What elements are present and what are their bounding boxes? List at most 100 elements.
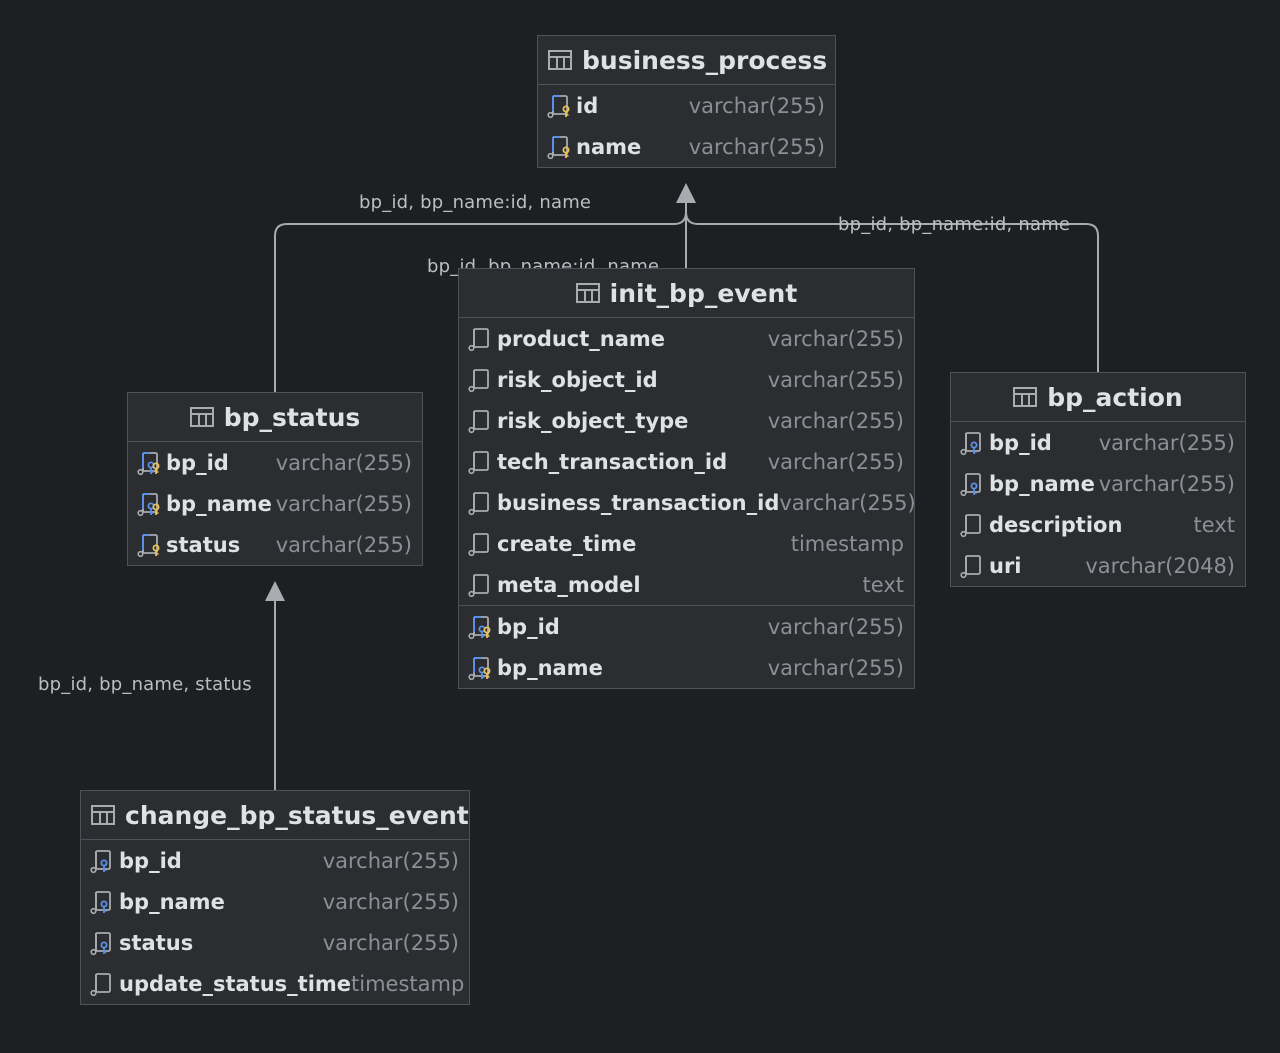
column-row[interactable]: product_name varchar(255) xyxy=(459,318,914,359)
table-icon xyxy=(548,50,572,70)
table-header[interactable]: bp_action xyxy=(951,373,1245,422)
column-type: varchar(255) xyxy=(767,449,904,474)
column-type: varchar(255) xyxy=(767,408,904,433)
column-name: update_status_time xyxy=(119,971,352,996)
column-type: timestamp xyxy=(790,531,904,556)
column-type: varchar(255) xyxy=(322,930,459,955)
column-icon xyxy=(468,573,489,597)
table-header[interactable]: bp_status xyxy=(128,393,422,442)
table-icon xyxy=(1013,387,1038,407)
primary-key-icon xyxy=(547,94,570,118)
column-name: bp_name xyxy=(497,655,603,680)
column-row[interactable]: status varchar(255) xyxy=(128,524,422,565)
column-type: varchar(255) xyxy=(275,450,412,475)
connector-label-bp-status: bp_id, bp_name:id, name xyxy=(359,192,592,213)
column-icon xyxy=(468,409,489,433)
column-type: varchar(2048) xyxy=(1085,553,1235,578)
column-name: tech_transaction_id xyxy=(497,449,728,474)
table-icon xyxy=(189,407,214,427)
table-header[interactable]: change_bp_status_event xyxy=(81,791,469,840)
arrow-head-business-process xyxy=(676,183,696,203)
table-icon xyxy=(91,805,115,825)
foreign-key-icon xyxy=(90,890,111,914)
column-type: text xyxy=(1193,512,1235,537)
table-name: bp_status xyxy=(223,402,361,432)
column-row[interactable]: tech_transaction_id varchar(255) xyxy=(459,441,914,482)
column-type: text xyxy=(862,572,904,597)
column-row[interactable]: name varchar(255) xyxy=(538,126,835,167)
column-name: status xyxy=(166,532,241,557)
table-name: init_bp_event xyxy=(609,278,798,308)
column-name: product_name xyxy=(497,326,666,351)
column-row[interactable]: risk_object_type varchar(255) xyxy=(459,400,914,441)
table-icon xyxy=(575,283,600,303)
column-row[interactable]: description text xyxy=(951,504,1245,545)
column-name: description xyxy=(989,512,1123,537)
column-type: varchar(255) xyxy=(688,134,825,159)
primary-key-icon xyxy=(547,135,570,159)
column-icon xyxy=(960,513,981,537)
column-row[interactable]: status varchar(255) xyxy=(81,922,469,963)
table-name: bp_action xyxy=(1047,382,1183,412)
column-type: varchar(255) xyxy=(275,491,412,516)
connector-bp-action-to-business-process xyxy=(685,211,1099,372)
column-type: varchar(255) xyxy=(1098,430,1235,455)
column-row[interactable]: bp_name varchar(255) xyxy=(81,881,469,922)
column-name: meta_model xyxy=(497,572,641,597)
foreign-key-icon xyxy=(90,931,111,955)
column-name: name xyxy=(576,134,642,159)
column-row[interactable]: meta_model text xyxy=(459,564,914,605)
column-name: bp_id xyxy=(989,430,1052,455)
column-type: timestamp xyxy=(351,971,465,996)
column-row[interactable]: bp_id varchar(255) xyxy=(951,422,1245,463)
primary-foreign-key-icon xyxy=(468,615,491,639)
column-type: varchar(255) xyxy=(275,532,412,557)
column-row[interactable]: create_time timestamp xyxy=(459,523,914,564)
connector-label-change-event: bp_id, bp_name, status xyxy=(38,674,252,695)
primary-key-icon xyxy=(137,533,160,557)
foreign-key-icon xyxy=(960,431,981,455)
column-name: bp_name xyxy=(166,491,272,516)
column-type: varchar(255) xyxy=(322,848,459,873)
foreign-key-icon xyxy=(90,849,111,873)
column-type: varchar(255) xyxy=(1098,471,1235,496)
column-icon xyxy=(90,972,111,996)
column-type: varchar(255) xyxy=(767,326,904,351)
column-name: status xyxy=(119,930,194,955)
column-name: id xyxy=(576,93,599,118)
column-type: varchar(255) xyxy=(767,614,904,639)
foreign-key-icon xyxy=(960,472,981,496)
column-name: risk_object_type xyxy=(497,408,689,433)
column-name: bp_name xyxy=(989,471,1095,496)
column-icon xyxy=(960,554,981,578)
column-icon xyxy=(468,450,489,474)
column-type: varchar(255) xyxy=(322,889,459,914)
table-header[interactable]: business_process xyxy=(538,36,835,85)
column-name: create_time xyxy=(497,531,637,556)
primary-foreign-key-icon xyxy=(468,656,491,680)
table-header[interactable]: init_bp_event xyxy=(459,269,914,318)
column-row[interactable]: risk_object_id varchar(255) xyxy=(459,359,914,400)
connector-label-bp-action: bp_id, bp_name:id, name xyxy=(838,214,1071,235)
column-name: bp_name xyxy=(119,889,225,914)
column-icon xyxy=(468,491,489,515)
column-name: risk_object_id xyxy=(497,367,658,392)
primary-foreign-key-icon xyxy=(137,451,160,475)
column-type: varchar(255) xyxy=(767,367,904,392)
